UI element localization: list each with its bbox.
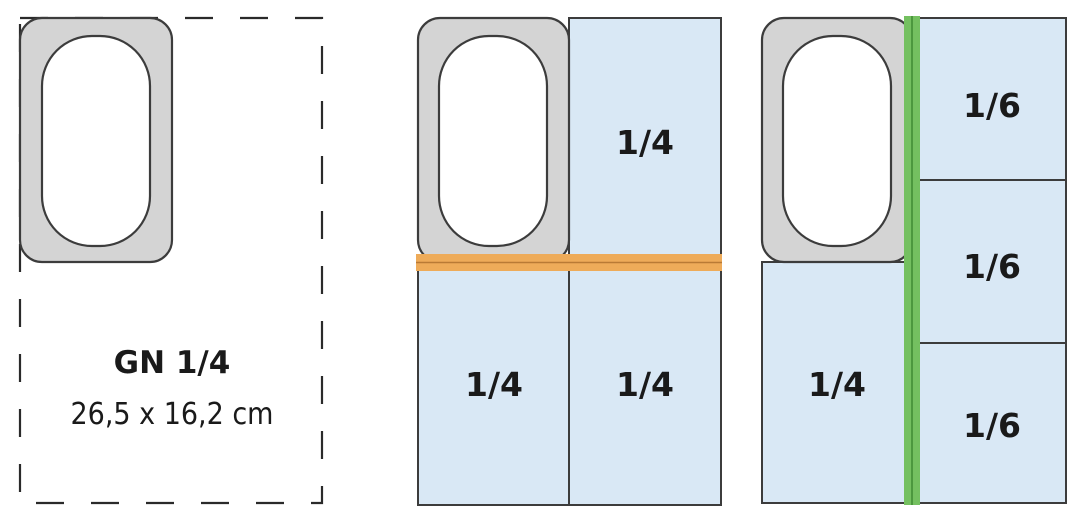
gn-pan-icon	[416, 16, 571, 264]
compartment-top-right	[568, 17, 722, 263]
compartment-label: 1/4	[808, 365, 866, 404]
compartment-label: 1/6	[963, 247, 1021, 286]
gn-size-dimensions: 26,5 x 16,2 cm	[71, 397, 274, 432]
gn-pan-icon	[760, 16, 914, 264]
gn-size-title: GN 1/4	[114, 345, 231, 381]
long-divider-bar	[904, 16, 920, 505]
compartment-label: 1/6	[963, 86, 1021, 125]
compartment-sixth-bottom	[911, 342, 1067, 504]
compartment-label: 1/4	[616, 123, 674, 162]
panel-four-quarters: 1/4 1/4 1/4	[416, 16, 722, 506]
compartment-label: 1/4	[616, 365, 674, 404]
compartment-bottom-left	[761, 261, 913, 504]
compartment-bottom-right	[568, 261, 722, 506]
panel-quarters-and-sixths: 1/4 1/6 1/6 1/6	[760, 16, 1067, 505]
compartment-label: 1/6	[963, 406, 1021, 445]
dashed-container-outline	[18, 16, 324, 505]
compartment-label: 1/4	[465, 365, 523, 404]
panel-gn-quarter-pan: GN 1/4 26,5 x 16,2 cm	[18, 16, 324, 505]
compartment-sixth-middle	[911, 179, 1067, 344]
gn-pan-icon	[18, 16, 174, 264]
cross-divider-bar	[416, 254, 722, 271]
